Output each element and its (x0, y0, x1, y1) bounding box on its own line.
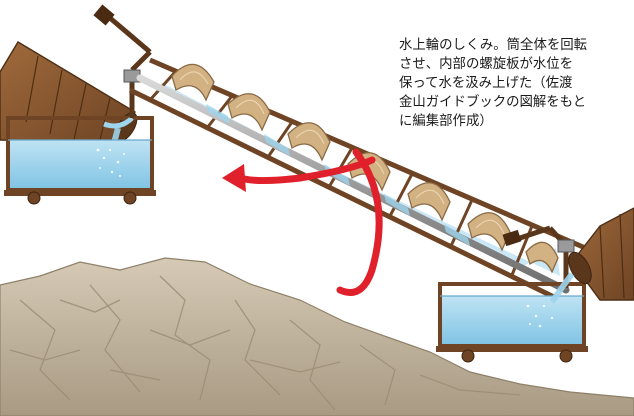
rotation-ribbon (232, 148, 383, 296)
rock-hillside (0, 257, 634, 416)
caption-line: に編集部作成） (399, 114, 493, 129)
upper-water-tank (4, 116, 156, 205)
caption-line: 水上輪のしくみ。筒全体を回転 (399, 38, 588, 53)
curved-red-arrow-icon (222, 164, 246, 192)
archimedes-screw (128, 57, 591, 301)
caption-line: 金山ガイドブックの図解をもと (399, 95, 587, 110)
lower-water-tank (436, 282, 588, 363)
upper-crank-handle (93, 4, 152, 118)
lower-inflow-pipe (549, 207, 634, 304)
caption-line: 保って水を汲み上げた（佐渡 (399, 76, 573, 91)
caption-line: させ、内部の螺旋板が水位を (399, 57, 574, 72)
caption-text: 水上輪のしくみ。筒全体を回転 させ、内部の螺旋板が水位を 保って水を汲み上げた（… (399, 36, 634, 131)
